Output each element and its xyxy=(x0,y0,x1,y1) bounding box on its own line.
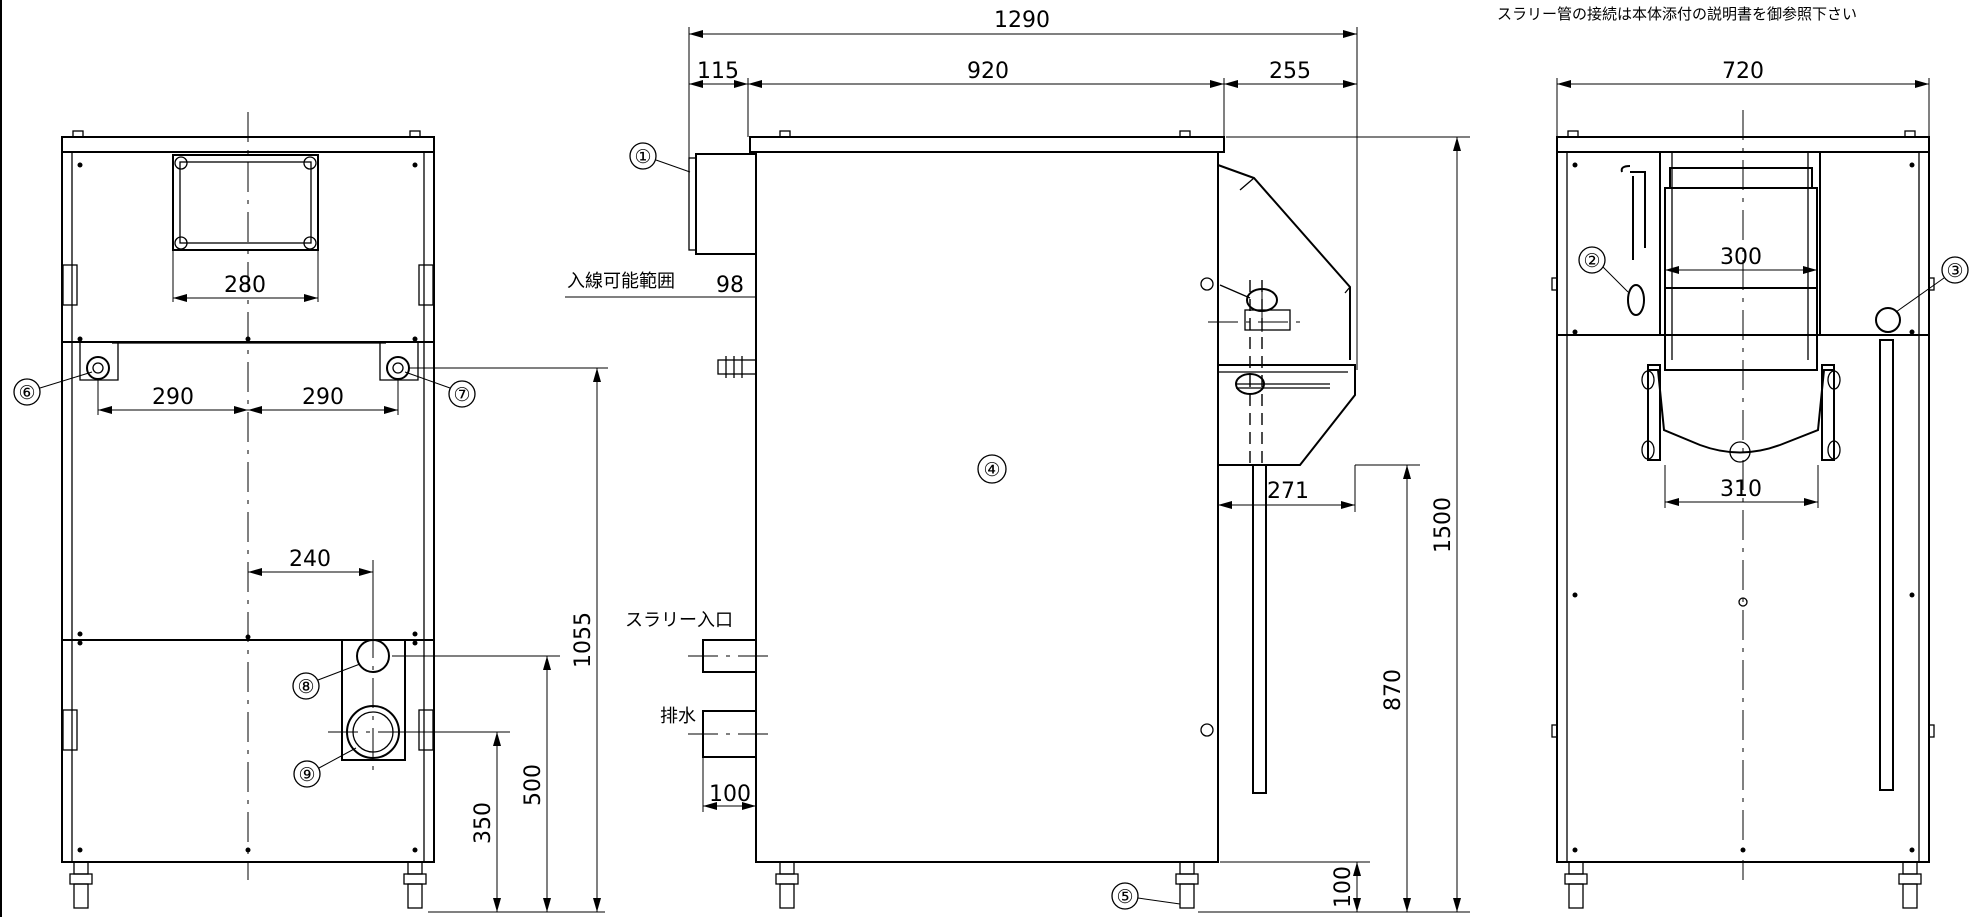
dim-350: 350 xyxy=(471,802,496,844)
svg-text:⑨: ⑨ xyxy=(298,764,315,786)
callout-1: ① xyxy=(629,142,691,173)
svg-text:②: ② xyxy=(1583,250,1600,272)
dim-255: 255 xyxy=(1269,59,1311,84)
side-body xyxy=(755,151,1219,863)
dim-720: 720 xyxy=(1722,59,1764,84)
callout-6: ⑥ xyxy=(13,371,93,406)
dim-870: 870 xyxy=(1381,669,1406,711)
svg-text:③: ③ xyxy=(1946,260,1963,282)
callout-9: ⑨ xyxy=(293,747,357,788)
callout-3: ③ xyxy=(1895,256,1969,313)
front-body xyxy=(61,151,435,863)
dim-310: 310 xyxy=(1720,477,1762,502)
label-slurry-inlet: スラリー入口 xyxy=(625,610,733,631)
svg-text:①: ① xyxy=(634,146,651,168)
dim-98: 98 xyxy=(716,273,744,298)
installation-note: スラリー管の接続は本体添付の説明書を御参照下さい xyxy=(1497,5,1857,23)
label-entry-range: 入線可能範囲 xyxy=(567,271,675,292)
dim-290-right: 290 xyxy=(302,385,344,410)
dim-100-height: 100 xyxy=(1331,866,1356,908)
side-view: 1290 115 920 255 98 271 1500 870 100 100… xyxy=(565,8,1470,913)
callout-8: ⑧ xyxy=(292,663,361,700)
dim-920: 920 xyxy=(967,59,1009,84)
callout-7: ⑦ xyxy=(404,371,476,408)
svg-text:⑤: ⑤ xyxy=(1116,886,1133,908)
callout-4: ④ xyxy=(977,454,1007,484)
dim-100-pipe: 100 xyxy=(709,782,751,807)
callout-2: ② xyxy=(1578,246,1629,293)
side-control-box xyxy=(695,153,757,255)
front-view: 280 290 290 240 1055 500 350 ⑥ ⑦ ⑧ ⑨ xyxy=(13,112,608,913)
svg-text:⑧: ⑧ xyxy=(297,676,314,698)
dim-271: 271 xyxy=(1267,479,1309,504)
svg-text:④: ④ xyxy=(983,459,1000,481)
label-drain: 排水 xyxy=(660,706,696,727)
svg-text:⑥: ⑥ xyxy=(18,382,35,404)
dim-280: 280 xyxy=(224,273,266,298)
callout-5: ⑤ xyxy=(1111,882,1181,910)
side-top-plate xyxy=(749,136,1225,153)
dim-115: 115 xyxy=(697,59,739,84)
dim-290-left: 290 xyxy=(152,385,194,410)
dim-240: 240 xyxy=(289,547,331,572)
dim-1290: 1290 xyxy=(994,8,1050,33)
dim-500: 500 xyxy=(521,764,546,806)
dim-300: 300 xyxy=(1720,245,1762,270)
right-view: 720 300 310 ② ③ xyxy=(1551,59,1969,909)
front-control-box xyxy=(172,154,319,251)
dim-1055: 1055 xyxy=(571,612,596,668)
dim-1500: 1500 xyxy=(1431,497,1456,553)
svg-text:⑦: ⑦ xyxy=(453,384,470,406)
